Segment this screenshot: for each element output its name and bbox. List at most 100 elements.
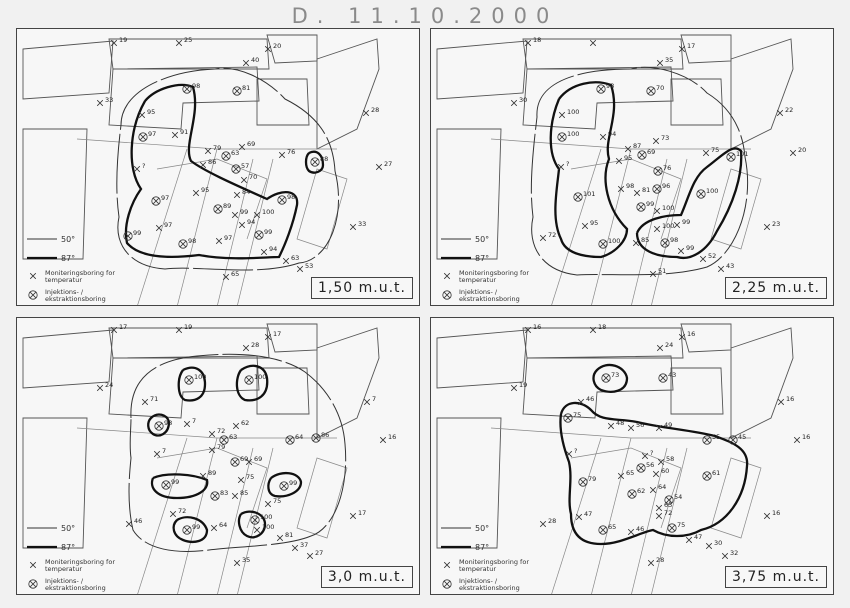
- injection-cross: [637, 203, 645, 211]
- temperature-value: 94: [269, 245, 277, 253]
- injection-cross: [558, 133, 566, 141]
- road-line: [217, 447, 254, 594]
- road-line: [137, 437, 188, 594]
- building-outline: [730, 38, 794, 150]
- temperature-value: 99: [686, 244, 694, 252]
- temperature-value: 97: [148, 130, 156, 138]
- temperature-value: 62: [241, 419, 249, 427]
- temperature-value: 76: [287, 148, 295, 156]
- injection-cross: [311, 158, 319, 166]
- temperature-value: 62: [637, 487, 645, 495]
- monitoring-well-icon: [379, 436, 387, 444]
- temperature-value: 100: [262, 523, 274, 531]
- monitoring-well-icon: [653, 207, 661, 215]
- temperature-value: 100: [706, 187, 718, 195]
- isotherm-87: [147, 413, 171, 437]
- legend-injection: ekstraktionsboring: [45, 584, 106, 592]
- temperature-value: 19: [184, 323, 192, 331]
- monitoring-well-icon: [524, 39, 532, 47]
- monitoring-well-icon: [183, 420, 191, 428]
- temperature-value: 48: [616, 419, 624, 427]
- isotherm-87: [267, 471, 303, 498]
- temperature-value: 37: [300, 541, 308, 549]
- temperature-value: 96: [662, 182, 670, 190]
- injection-cross: [245, 376, 253, 384]
- injection-well-icon: [636, 202, 646, 212]
- injection-cross: [152, 197, 160, 205]
- temperature-value: ?: [650, 449, 653, 457]
- temperature-value: 65: [626, 469, 634, 477]
- temperature-value: 28: [548, 517, 556, 525]
- injection-well-icon: [664, 495, 674, 505]
- injection-cross: [637, 464, 645, 472]
- monitoring-well-icon: [607, 422, 615, 430]
- injection-cross: [665, 496, 673, 504]
- monitoring-well-icon: [238, 221, 246, 229]
- injection-cross: [214, 205, 222, 213]
- injection-well-icon: [598, 239, 608, 249]
- building-outline: [108, 66, 260, 130]
- temperature-value: 64: [658, 483, 666, 491]
- diagram-title: D. 11.10.2000: [291, 4, 559, 28]
- building-outline: [522, 355, 674, 419]
- temperature-value: 79: [588, 475, 596, 483]
- isotherm-87: [124, 83, 299, 260]
- isotherm-87: [559, 401, 749, 546]
- temperature-value: 7: [372, 395, 376, 403]
- temperature-value: 63: [291, 254, 299, 262]
- temperature-value: 81: [642, 186, 650, 194]
- monitoring-well-icon: [231, 492, 239, 500]
- injection-well-icon: [702, 435, 712, 445]
- injection-cross: [280, 482, 288, 490]
- temperature-value: 33: [105, 96, 113, 104]
- monitoring-well-icon: [685, 536, 693, 544]
- injection-well-icon: [653, 166, 663, 176]
- temperature-value: 86: [208, 158, 216, 166]
- monitoring-well-icon: [656, 344, 664, 352]
- temperature-value: 23: [772, 220, 780, 228]
- monitoring-well-icon: [253, 526, 261, 534]
- monitoring-well-icon: [776, 109, 784, 117]
- isotherm-87: [592, 363, 629, 393]
- monitoring-well-icon: [264, 45, 272, 53]
- monitoring-well-icon: [231, 211, 239, 219]
- injection-well-icon: [442, 579, 452, 589]
- injection-well-icon: [660, 238, 670, 248]
- road-line: [591, 437, 632, 594]
- injection-cross: [211, 492, 219, 500]
- legend-monitoring: temperatur: [459, 565, 496, 573]
- injection-well-icon: [442, 290, 452, 300]
- injection-cross: [162, 481, 170, 489]
- injection-well-icon: [178, 239, 188, 249]
- road-line: [156, 158, 268, 240]
- injection-well-icon: [652, 184, 662, 194]
- temperature-value: 98: [164, 419, 172, 427]
- injection-well-icon: [154, 421, 164, 431]
- building-outline: [670, 78, 724, 126]
- road-line: [76, 138, 337, 150]
- temperature-value: 27: [315, 549, 323, 557]
- temperature-value: 25: [184, 36, 192, 44]
- temperature-value: 81: [285, 531, 293, 539]
- temperature-value: 7: [162, 447, 166, 455]
- monitoring-well-icon: [777, 398, 785, 406]
- monitoring-well-icon: [443, 272, 451, 280]
- road-line: [137, 148, 188, 305]
- monitoring-well-icon: [599, 133, 607, 141]
- injection-well-icon: [728, 435, 738, 445]
- temperature-value: 79: [217, 443, 225, 451]
- legend-injection: ekstraktionsboring: [459, 584, 520, 592]
- injection-well-icon: [658, 373, 668, 383]
- injection-cross: [220, 436, 228, 444]
- injection-well-icon: [161, 480, 171, 490]
- injection-cross: [599, 526, 607, 534]
- monitoring-well-icon: [171, 131, 179, 139]
- monitoring-well-icon: [169, 510, 177, 518]
- temperature-value: 45: [738, 433, 746, 441]
- monitoring-well-icon: [649, 270, 657, 278]
- temperature-value: 16: [687, 330, 695, 338]
- monitoring-well-icon: [652, 470, 660, 478]
- building-outline: [436, 128, 502, 260]
- monitoring-well-icon: [539, 520, 547, 528]
- temperature-value: 100: [194, 373, 206, 381]
